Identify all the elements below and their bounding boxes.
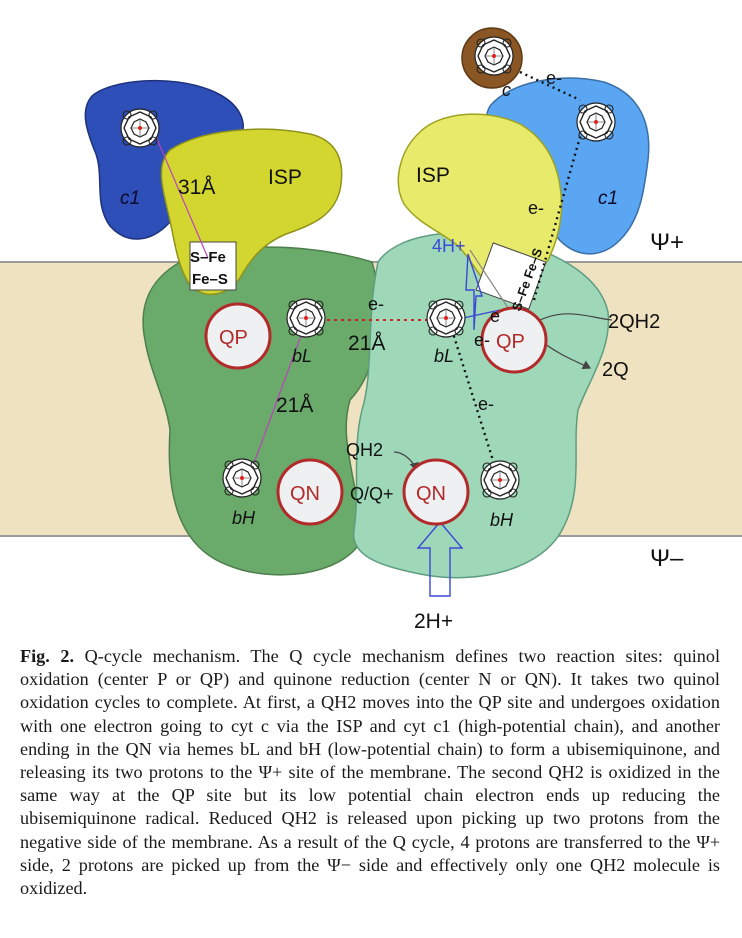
proton-arrow-2h xyxy=(416,520,464,597)
q-cycle-diagram: c1 c1 c 31Å ISP ISP S–Fe Fe–S S–Fe Fe–S … xyxy=(0,27,742,633)
fes-cluster-left xyxy=(189,241,237,291)
fes-left-bottom: Fe–S xyxy=(192,271,228,288)
qn-right-label: QN xyxy=(416,483,446,505)
heme-bl-right xyxy=(426,298,466,338)
qp-site-right xyxy=(480,306,548,374)
qn-site-right xyxy=(402,458,470,526)
figure-caption-text: Q-cycle mechanism. The Q cycle mechanism… xyxy=(20,646,720,899)
q-2-label: 2Q xyxy=(602,359,629,381)
c-label: c xyxy=(502,80,511,100)
qn-left-label: QN xyxy=(290,483,320,505)
qn-site-left xyxy=(276,458,344,526)
protons-4h-label: 4H+ xyxy=(432,236,466,256)
heme-bh-right xyxy=(480,460,520,500)
distance-21-center-label: 21Å xyxy=(348,332,385,355)
bl-left-label: bL xyxy=(292,346,312,366)
qh2-label: QH2 xyxy=(346,440,383,460)
psi-minus-label: Ψ– xyxy=(650,545,684,572)
qp-site-left xyxy=(204,302,272,370)
heme-c xyxy=(474,36,514,76)
electron-path-right-down xyxy=(450,329,498,471)
electron-low-right-label: e- xyxy=(478,394,494,414)
heme-bl-left xyxy=(286,298,326,338)
line-21-left xyxy=(249,321,307,475)
heme-c1-left xyxy=(120,108,160,148)
fes-left-top: S–Fe xyxy=(190,249,226,266)
qp-left-label: QP xyxy=(219,327,248,349)
distance-21-left-label: 21Å xyxy=(276,394,313,417)
distance-31-label: 31Å xyxy=(178,176,215,199)
line-31 xyxy=(147,117,209,259)
figure-label: Fig. 2. xyxy=(20,646,75,666)
qp-right-label: QP xyxy=(496,331,525,353)
c1-left-label: c1 xyxy=(120,188,140,209)
isp-right-label: ISP xyxy=(416,164,450,187)
bl-right-label: bL xyxy=(434,346,454,366)
electron-qp-label: e- xyxy=(474,330,490,350)
electron-center-label: e- xyxy=(368,294,384,314)
electron-e-label: e xyxy=(490,306,500,326)
electron-isp-label: e- xyxy=(528,198,544,218)
proton-arrow-4h xyxy=(465,253,483,331)
arrow-2qh2 xyxy=(535,313,613,323)
q-qplus-label: Q/Q+ xyxy=(350,484,394,504)
heme-bh-left xyxy=(222,458,262,498)
bh-left-label: bH xyxy=(232,508,256,528)
heme-c1-right xyxy=(576,102,616,142)
qh2-2-label: 2QH2 xyxy=(608,311,660,333)
c1-right-label: c1 xyxy=(598,188,618,209)
bh-right-label: bH xyxy=(490,510,514,530)
isp-left-label: ISP xyxy=(268,166,302,189)
psi-plus-label: Ψ+ xyxy=(650,229,684,256)
electron-path-c xyxy=(519,70,581,102)
electron-top-label: e- xyxy=(546,68,562,88)
protons-2h-label: 2H+ xyxy=(414,610,453,633)
figure-caption: Fig. 2. Q-cycle mechanism. The Q cycle m… xyxy=(20,645,720,900)
